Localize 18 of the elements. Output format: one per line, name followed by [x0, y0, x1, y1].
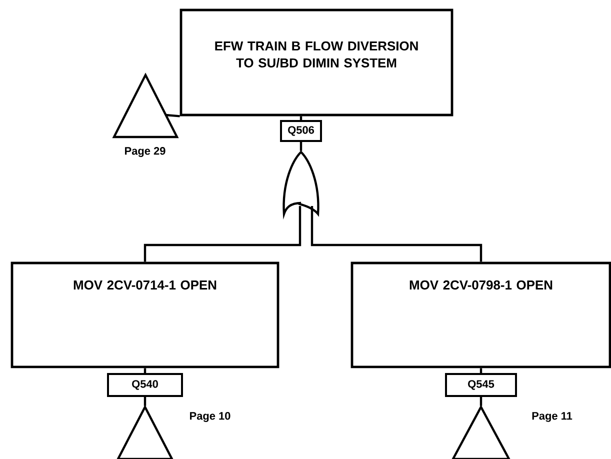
- gate-id-box: Q545: [445, 373, 517, 397]
- page-reference: Page 10: [190, 412, 230, 422]
- gate-id-box: Q506: [280, 120, 322, 142]
- connector-line: [480, 368, 482, 373]
- gate-id-box: Q540: [107, 373, 183, 397]
- page-reference: Page 29: [125, 147, 166, 157]
- connector-line: [144, 396, 146, 406]
- page-reference: Page 11: [532, 412, 572, 422]
- connector-line: [144, 206, 302, 262]
- connector-line: [300, 142, 302, 151]
- connector-line: [166, 114, 180, 118]
- event-text: MOV 2CV-0798-1 OPEN: [410, 280, 552, 290]
- connector-line: [310, 206, 482, 262]
- event-text: EFW TRAIN B FLOW DIVERSION TO SU/BD DIMIN SYSTEM: [215, 41, 418, 68]
- connector-line: [300, 116, 302, 120]
- event-text: MOV 2CV-0714-1 OPEN: [74, 280, 216, 290]
- connector-line: [144, 368, 146, 373]
- connector-line: [480, 396, 482, 406]
